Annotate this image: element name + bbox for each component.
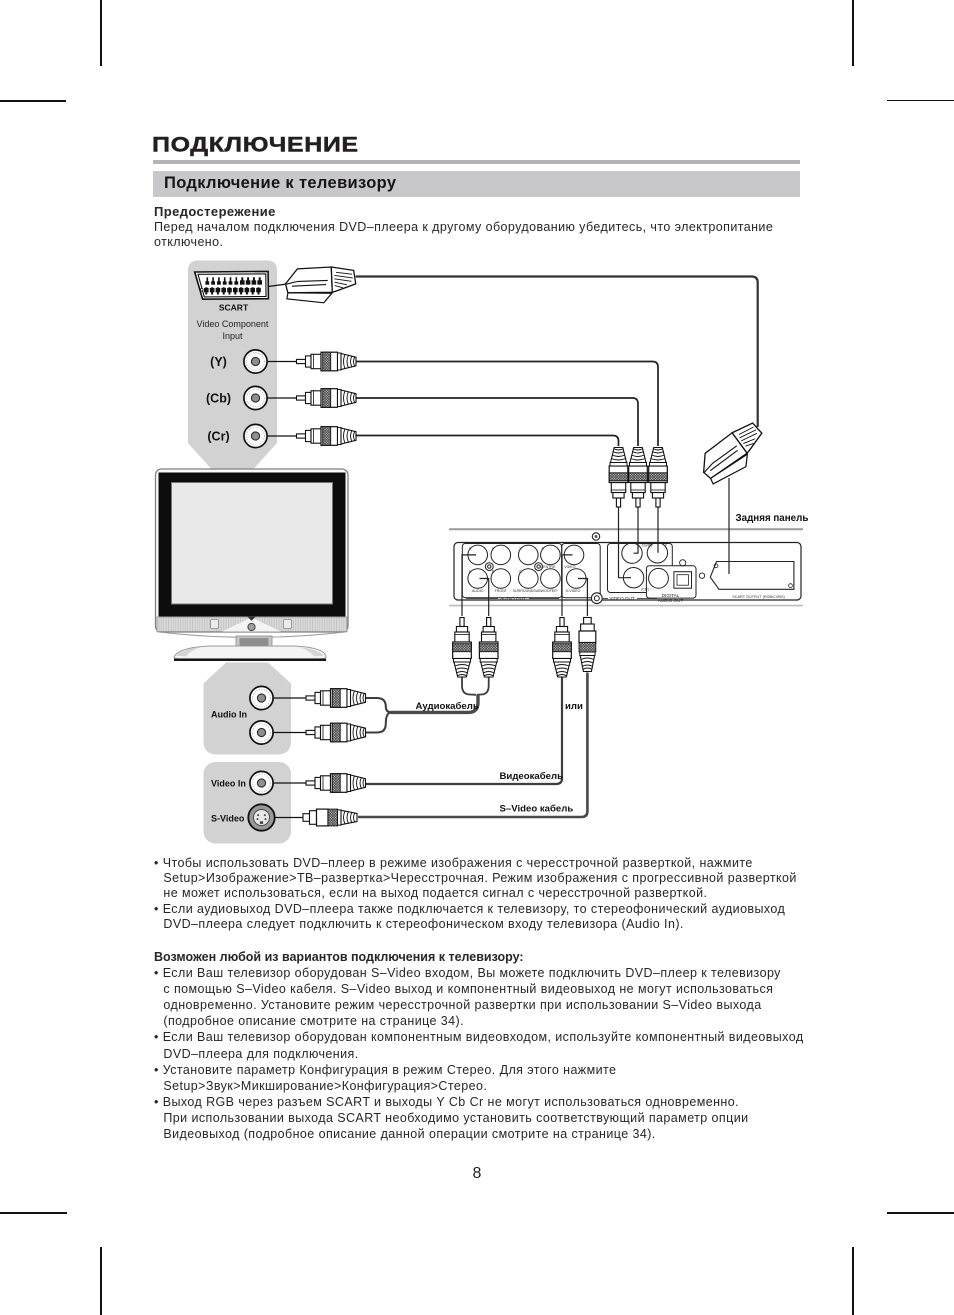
svg-text:S-VIDEO: S-VIDEO xyxy=(566,589,581,593)
svg-text:VIDEO OUT: VIDEO OUT xyxy=(609,596,634,601)
svg-text:L: L xyxy=(492,547,494,551)
svg-text:FRONT: FRONT xyxy=(495,589,508,593)
svg-text:L: L xyxy=(542,547,544,551)
svg-text:S-Video: S-Video xyxy=(211,814,245,824)
svg-text:Input: Input xyxy=(222,331,243,341)
svg-text:SCART OUTPUT (RGB/CVBS): SCART OUTPUT (RGB/CVBS) xyxy=(732,595,785,599)
svg-text:L: L xyxy=(469,547,471,551)
svg-text:Задняя панель: Задняя панель xyxy=(736,513,809,524)
svg-text:или: или xyxy=(565,701,583,712)
svg-text:CENTRE: CENTRE xyxy=(541,565,556,569)
svg-text:Audio In: Audio In xyxy=(211,710,247,720)
svg-text:SCART: SCART xyxy=(219,303,249,313)
svg-text:VIDEO: VIDEO xyxy=(564,565,575,569)
svg-text:R: R xyxy=(519,570,522,574)
svg-text:S–Video кабель: S–Video кабель xyxy=(500,804,574,815)
svg-text:DIGITAL: DIGITAL xyxy=(662,593,680,598)
svg-text:Аудиокабель: Аудиокабель xyxy=(416,701,479,712)
svg-text:Video Component: Video Component xyxy=(197,319,269,329)
svg-text:(Cb): (Cb) xyxy=(206,392,231,406)
svg-text:AUDIO OUT: AUDIO OUT xyxy=(500,596,526,601)
svg-text:Video In: Video In xyxy=(211,779,246,789)
svg-text:AUDIO: AUDIO xyxy=(472,589,484,593)
svg-text:AUDIO OUT: AUDIO OUT xyxy=(658,598,684,603)
svg-text:(CR): (CR) xyxy=(641,588,649,592)
svg-text:Видеокабель: Видеокабель xyxy=(500,771,564,782)
svg-text:(Cr): (Cr) xyxy=(207,430,229,444)
svg-text:Y: Y xyxy=(665,544,668,548)
svg-text:L: L xyxy=(520,547,522,551)
svg-text:(Y): (Y) xyxy=(210,355,227,369)
svg-text:R: R xyxy=(469,570,472,574)
svg-text:CB/PB: CB/PB xyxy=(642,544,653,548)
svg-text:SURROUND: SURROUND xyxy=(513,589,534,593)
svg-text:SUBWOOFER: SUBWOOFER xyxy=(533,589,557,593)
svg-text:R: R xyxy=(492,570,495,574)
